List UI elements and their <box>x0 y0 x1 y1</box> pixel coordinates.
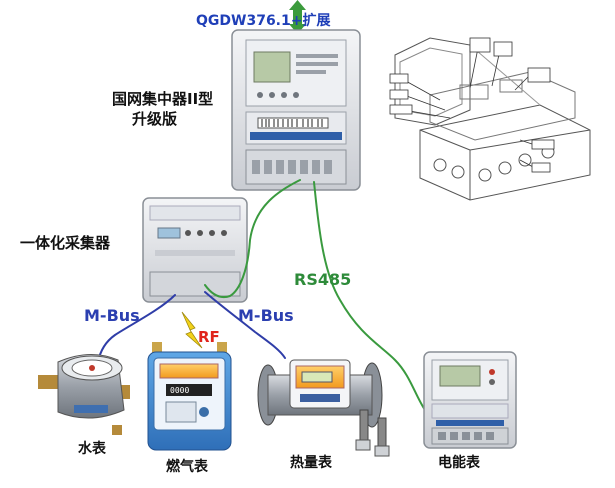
mbus-right-label: M-Bus <box>238 306 294 325</box>
concentrator-exploded-drawing <box>389 37 591 201</box>
gas-meter-device: 0000 <box>147 342 232 451</box>
collector-label: 一体化采集器 <box>20 234 111 252</box>
gas-meter-label: 燃气表 <box>166 459 208 475</box>
electric-meter-label: 电能表 <box>438 455 480 471</box>
wires <box>97 179 426 411</box>
protocol-label: QGDW376.1+扩展 <box>196 13 331 29</box>
concentrator-title-line2: 升级版 <box>132 110 178 128</box>
concentrator-title-line1: 国网集中器II型 <box>112 90 214 108</box>
rf-lightning-icon <box>181 311 203 349</box>
heat-meter-label: 热量表 <box>290 455 332 471</box>
water-meter-device <box>38 354 130 435</box>
rs485-label: RS485 <box>294 270 352 289</box>
svg-text:0000: 0000 <box>170 386 189 395</box>
concentrator-device <box>231 29 361 191</box>
rf-label: RF <box>198 328 220 346</box>
water-meter-label: 水表 <box>78 441 106 457</box>
electric-meter-device <box>423 351 517 449</box>
protocol-double-arrow-icon <box>289 0 306 34</box>
heat-meter-device <box>257 359 390 457</box>
collector-device <box>142 197 248 303</box>
mbus-left-label: M-Bus <box>84 306 140 325</box>
